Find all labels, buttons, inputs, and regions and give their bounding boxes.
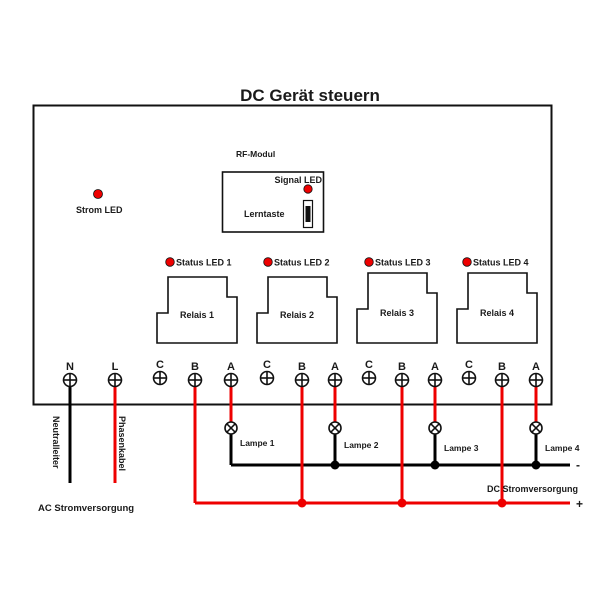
relay-housing (456, 272, 538, 344)
dc-plus-symbol: + (576, 497, 583, 511)
status-led-label: Status LED 1 (176, 258, 232, 268)
rf-module-label: RF-Modul (236, 149, 275, 159)
terminal-label: C (465, 359, 473, 371)
status-led-label: Status LED 2 (274, 258, 330, 268)
signal-led-label: Signal LED (274, 175, 322, 185)
relay-housing (156, 276, 238, 344)
terminal-label: A (227, 361, 235, 373)
terminal-c[interactable]: C (152, 359, 168, 386)
terminal-b[interactable]: B (494, 361, 510, 388)
learn-button[interactable] (302, 199, 314, 229)
terminal-label: B (298, 361, 306, 373)
neutral-wire-label: Neutralleiter (51, 416, 61, 469)
terminal-label: A (331, 361, 339, 373)
relay-housing (256, 276, 338, 344)
junction-dot (297, 498, 307, 508)
lamp-1: Lampe 1 (224, 421, 275, 448)
status-led-label: Status LED 4 (473, 258, 529, 268)
signal-led (303, 184, 313, 194)
relay-2: Relais 2 Status LED 2 (256, 257, 338, 344)
junction-dot (330, 460, 340, 470)
terminal-label: C (365, 359, 373, 371)
junction-dot (531, 460, 541, 470)
terminal-label: N (66, 361, 74, 373)
terminal-label: A (532, 361, 540, 373)
dc-minus-symbol: - (576, 458, 580, 472)
terminal-b[interactable]: B (294, 361, 310, 388)
status-led-2 (263, 257, 273, 267)
status-led-1 (165, 257, 175, 267)
lamp-label: Lampe 4 (545, 443, 580, 453)
relay-label: Relais 4 (480, 308, 514, 318)
dc-supply-label: DC Stromversorgung (487, 484, 578, 494)
junction-dot (430, 460, 440, 470)
relay-3: Relais 3 Status LED 3 (356, 257, 438, 344)
terminal-label: B (191, 361, 199, 373)
terminal-n[interactable]: N (62, 361, 78, 388)
terminal-label: B (398, 361, 406, 373)
lamp-2: Lampe 2 (328, 421, 379, 450)
status-led-label: Status LED 3 (375, 258, 431, 268)
terminal-a[interactable]: A (427, 361, 443, 388)
terminal-label: B (498, 361, 506, 373)
terminal-label: C (156, 359, 164, 371)
controller-box (32, 104, 553, 406)
terminal-label: L (112, 361, 119, 373)
learn-button-label: Lerntaste (244, 209, 285, 219)
relay-label: Relais 1 (180, 310, 214, 320)
relay-label: Relais 2 (280, 310, 314, 320)
diagram-title: DC Gerät steuern (240, 86, 380, 105)
terminal-c[interactable]: C (361, 359, 377, 386)
terminal-a[interactable]: A (223, 361, 239, 388)
relay-housing (356, 272, 438, 344)
terminal-label: C (263, 359, 271, 371)
status-led-4 (462, 257, 472, 267)
terminal-a[interactable]: A (528, 361, 544, 388)
lamp-4: Lampe 4 (529, 421, 580, 453)
status-led-3 (364, 257, 374, 267)
phase-wire-label: Phasenkabel (117, 416, 127, 471)
terminal-b[interactable]: B (394, 361, 410, 388)
junction-dot (397, 498, 407, 508)
lamp-label: Lampe 2 (344, 440, 379, 450)
lamp-label: Lampe 3 (444, 443, 479, 453)
terminal-label: A (431, 361, 439, 373)
power-led (93, 189, 103, 199)
terminal-c[interactable]: C (461, 359, 477, 386)
terminal-c[interactable]: C (259, 359, 275, 386)
lamp-label: Lampe 1 (240, 438, 275, 448)
relay-4: Relais 4 Status LED 4 (456, 257, 538, 344)
relay-label: Relais 3 (380, 308, 414, 318)
relay-1: Relais 1 Status LED 1 (156, 257, 238, 344)
terminal-b[interactable]: B (187, 361, 203, 388)
terminal-a[interactable]: A (327, 361, 343, 388)
ac-supply-label: AC Stromversorgung (38, 503, 134, 514)
power-led-label: Strom LED (76, 205, 123, 215)
junction-dot (497, 498, 507, 508)
lamp-3: Lampe 3 (428, 421, 479, 453)
terminal-l[interactable]: L (107, 361, 123, 388)
